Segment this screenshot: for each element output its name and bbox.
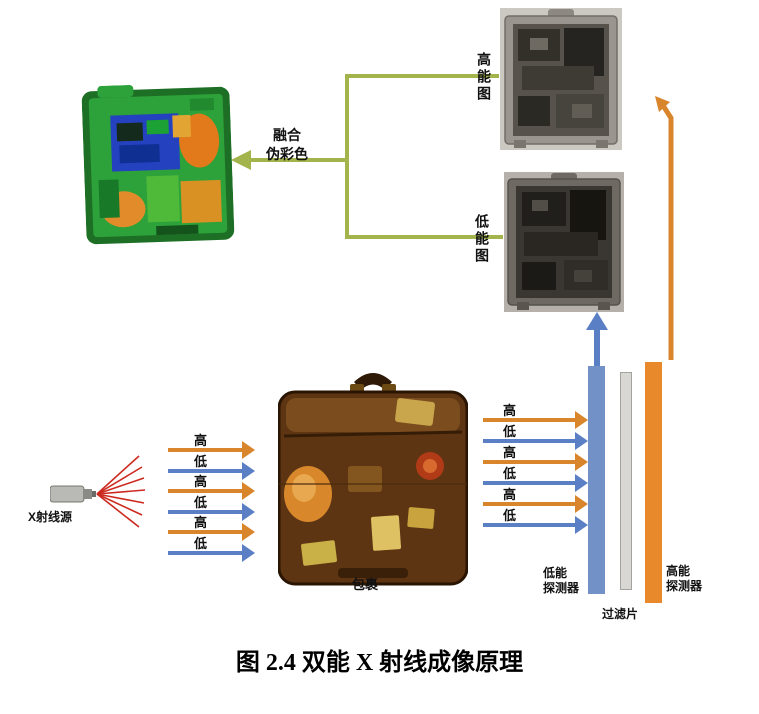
beam-arrowhead-icon <box>242 544 255 562</box>
beam-arrowhead-icon <box>242 441 255 459</box>
xray-fan-rays <box>97 456 145 527</box>
low-energy-detector-label: 低能 探测器 <box>543 566 579 596</box>
low-energy-up-arrow <box>586 312 608 370</box>
beam-shaft <box>168 551 242 555</box>
beam-arrowhead-icon <box>242 503 255 521</box>
low-energy-detector-label-line2: 探测器 <box>543 581 579 596</box>
high-energy-detector-label: 高能 探测器 <box>666 564 702 594</box>
high-energy-xray-image <box>500 8 622 150</box>
low-energy-xray-graphic <box>504 172 624 312</box>
high-energy-xray-graphic <box>500 8 622 150</box>
beam-label: 高 <box>194 430 207 449</box>
beam-label: 低 <box>194 492 207 511</box>
beam-label: 低 <box>503 463 516 482</box>
high-energy-detector-bar <box>645 362 662 603</box>
beam-shaft <box>483 460 575 464</box>
beam-shaft <box>483 523 575 527</box>
beam-label: 高 <box>503 442 516 461</box>
beam-shaft <box>483 502 575 506</box>
beam-shaft <box>483 481 575 485</box>
beam-arrowhead-icon <box>575 516 588 534</box>
beam-label: 低 <box>503 505 516 524</box>
beam-label: 低 <box>194 451 207 470</box>
beam-arrowhead-icon <box>242 482 255 500</box>
xray-source-label: X射线源 <box>28 508 72 525</box>
up-arrowhead-icon <box>586 312 608 330</box>
package-label: 包裹 <box>352 574 378 593</box>
high-energy-image-label: 高能图 <box>474 52 494 103</box>
fusion-label-line1: 融合 <box>252 126 322 145</box>
beam-label: 高 <box>194 512 207 531</box>
low-energy-image-label: 低能图 <box>472 214 492 265</box>
beam-label: 低 <box>194 533 207 552</box>
hook-arrowhead-icon <box>655 96 670 112</box>
beam-arrowhead-icon <box>575 411 588 429</box>
suitcase-graphic <box>278 366 468 588</box>
high-energy-detector-label-line1: 高能 <box>666 564 702 579</box>
fusion-arrowhead-icon <box>231 150 251 170</box>
fusion-label-line2: 伪彩色 <box>252 145 322 164</box>
fusion-label: 融合 伪彩色 <box>252 126 322 164</box>
low-energy-detector-bar <box>588 366 605 594</box>
filter-label: 过滤片 <box>602 607 638 622</box>
beam-shaft <box>483 418 575 422</box>
high-energy-up-arrow <box>655 96 671 360</box>
beam-arrowhead-icon <box>242 462 255 480</box>
high-energy-detector-label-line2: 探测器 <box>666 579 702 594</box>
beam-label: 高 <box>503 484 516 503</box>
scan-contents-low <box>522 190 608 290</box>
xray-source <box>50 483 98 505</box>
figure-caption: 图 2.4 双能 X 射线成像原理 <box>0 642 759 677</box>
beam-arrowhead-icon <box>242 523 255 541</box>
pseudocolor-xray-image <box>81 81 235 249</box>
pseudocolor-xray-graphic <box>81 81 235 249</box>
low-energy-xray-image <box>504 172 624 312</box>
xray-source-graphic <box>50 483 98 505</box>
beam-arrowhead-icon <box>575 495 588 513</box>
beam-arrowhead-icon <box>575 432 588 450</box>
package-suitcase <box>278 366 468 588</box>
filter-bar <box>620 372 632 590</box>
beam-label: 高 <box>503 400 516 419</box>
beam-shaft <box>483 439 575 443</box>
beam-arrowhead-icon <box>575 474 588 492</box>
beam-arrowhead-icon <box>575 453 588 471</box>
beam-label: 低 <box>503 421 516 440</box>
low-energy-detector-label-line1: 低能 <box>543 566 579 581</box>
beam-label: 高 <box>194 471 207 490</box>
